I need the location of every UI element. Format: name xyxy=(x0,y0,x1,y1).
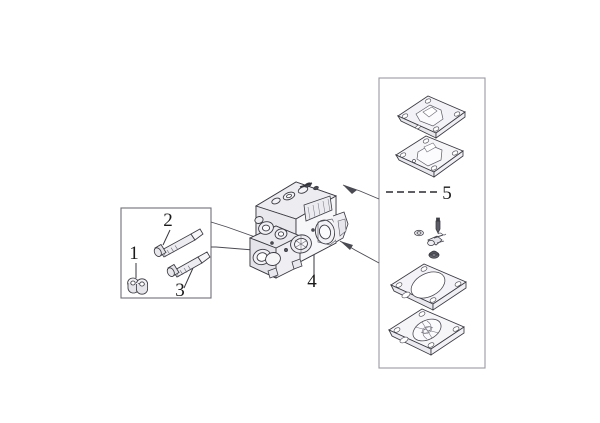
part-pump-gasket xyxy=(390,263,467,311)
part-screw-short xyxy=(166,251,211,278)
part-inlet-lever-spring xyxy=(437,232,447,236)
part-pump-diaphragm xyxy=(388,308,465,356)
part-carburetor-body xyxy=(248,181,349,279)
callout-label-1: 1 xyxy=(129,243,139,264)
part-metering-diaphragm-gasket xyxy=(396,95,466,139)
arrowhead-lower xyxy=(340,241,353,250)
callout-leaders xyxy=(135,229,315,289)
hardware-box xyxy=(120,207,212,299)
part-nut-pair xyxy=(127,277,149,295)
callout-label-5: 5 xyxy=(442,183,452,204)
part-small-cluster xyxy=(414,217,447,259)
repair-kit-panel xyxy=(378,77,486,369)
part-washer xyxy=(414,229,424,237)
part-bolt-long xyxy=(153,228,204,258)
part-fuel-screen xyxy=(428,250,440,259)
callout-label-2: 2 xyxy=(163,210,173,231)
arrowhead-upper xyxy=(343,185,357,194)
callout-label-3: 3 xyxy=(175,280,185,301)
part-metering-diaphragm xyxy=(394,135,464,178)
callout-label-4: 4 xyxy=(307,271,317,292)
part-inlet-control-lever xyxy=(427,232,447,246)
part-inlet-needle xyxy=(435,217,441,234)
